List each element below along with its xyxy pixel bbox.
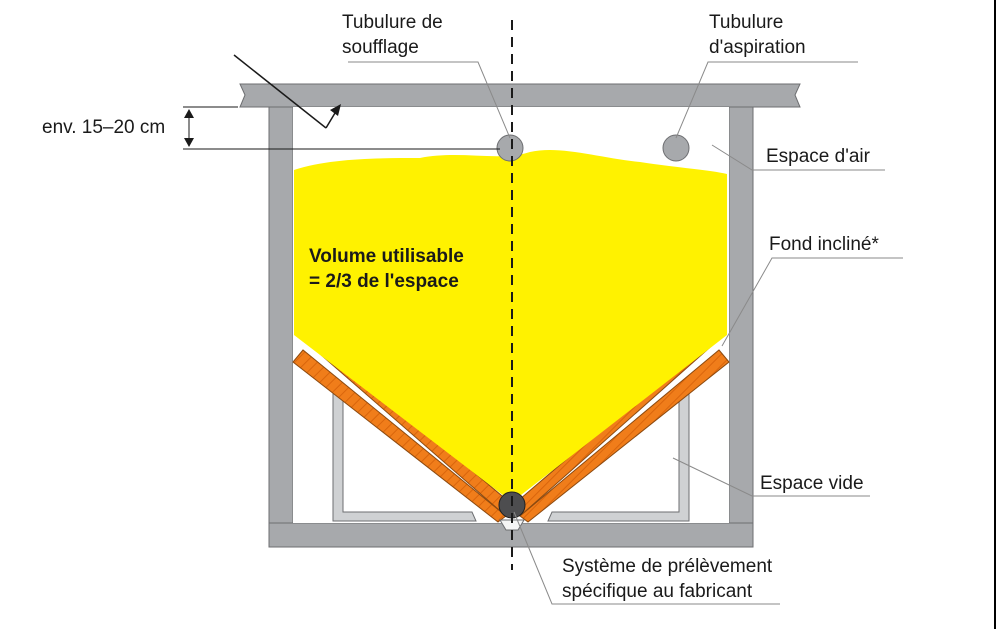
distance-dimension bbox=[183, 106, 500, 150]
label-distance: env. 15–20 cm bbox=[42, 117, 165, 138]
label-tubulure-soufflage-line1: Tubulure de bbox=[342, 12, 443, 33]
leader-espace-air bbox=[711, 144, 885, 171]
left-wall bbox=[268, 106, 294, 548]
label-tubulure-aspiration-line1: Tubulure bbox=[709, 12, 783, 33]
pellet-volume bbox=[294, 149, 727, 502]
ceiling-arrow bbox=[233, 54, 341, 129]
label-tubulure-aspiration-line2: d'aspiration bbox=[709, 37, 806, 58]
blowing-pipe-icon bbox=[496, 134, 524, 162]
leader-espace-vide bbox=[672, 457, 870, 497]
leader-fond-incline bbox=[721, 257, 903, 347]
leader-soufflage bbox=[348, 61, 511, 139]
leader-aspiration bbox=[675, 61, 858, 139]
ceiling-slab bbox=[239, 83, 801, 108]
leader-lines bbox=[348, 61, 903, 605]
label-volume-line1: Volume utilisable bbox=[309, 246, 464, 267]
label-systeme-line1: Système de prélèvement bbox=[562, 556, 773, 577]
right-slope-board-lower bbox=[519, 349, 730, 523]
label-tubulure-soufflage-line2: soufflage bbox=[342, 37, 419, 58]
label-systeme-line2: spécifique au fabricant bbox=[562, 581, 753, 602]
suction-pipe-icon bbox=[662, 134, 690, 162]
label-volume-line2: = 2/3 de l'espace bbox=[309, 271, 459, 292]
label-espace-air: Espace d'air bbox=[766, 146, 871, 167]
leader-systeme bbox=[513, 511, 780, 605]
label-fond-incline: Fond incliné* bbox=[769, 234, 879, 255]
label-espace-vide: Espace vide bbox=[760, 473, 864, 494]
